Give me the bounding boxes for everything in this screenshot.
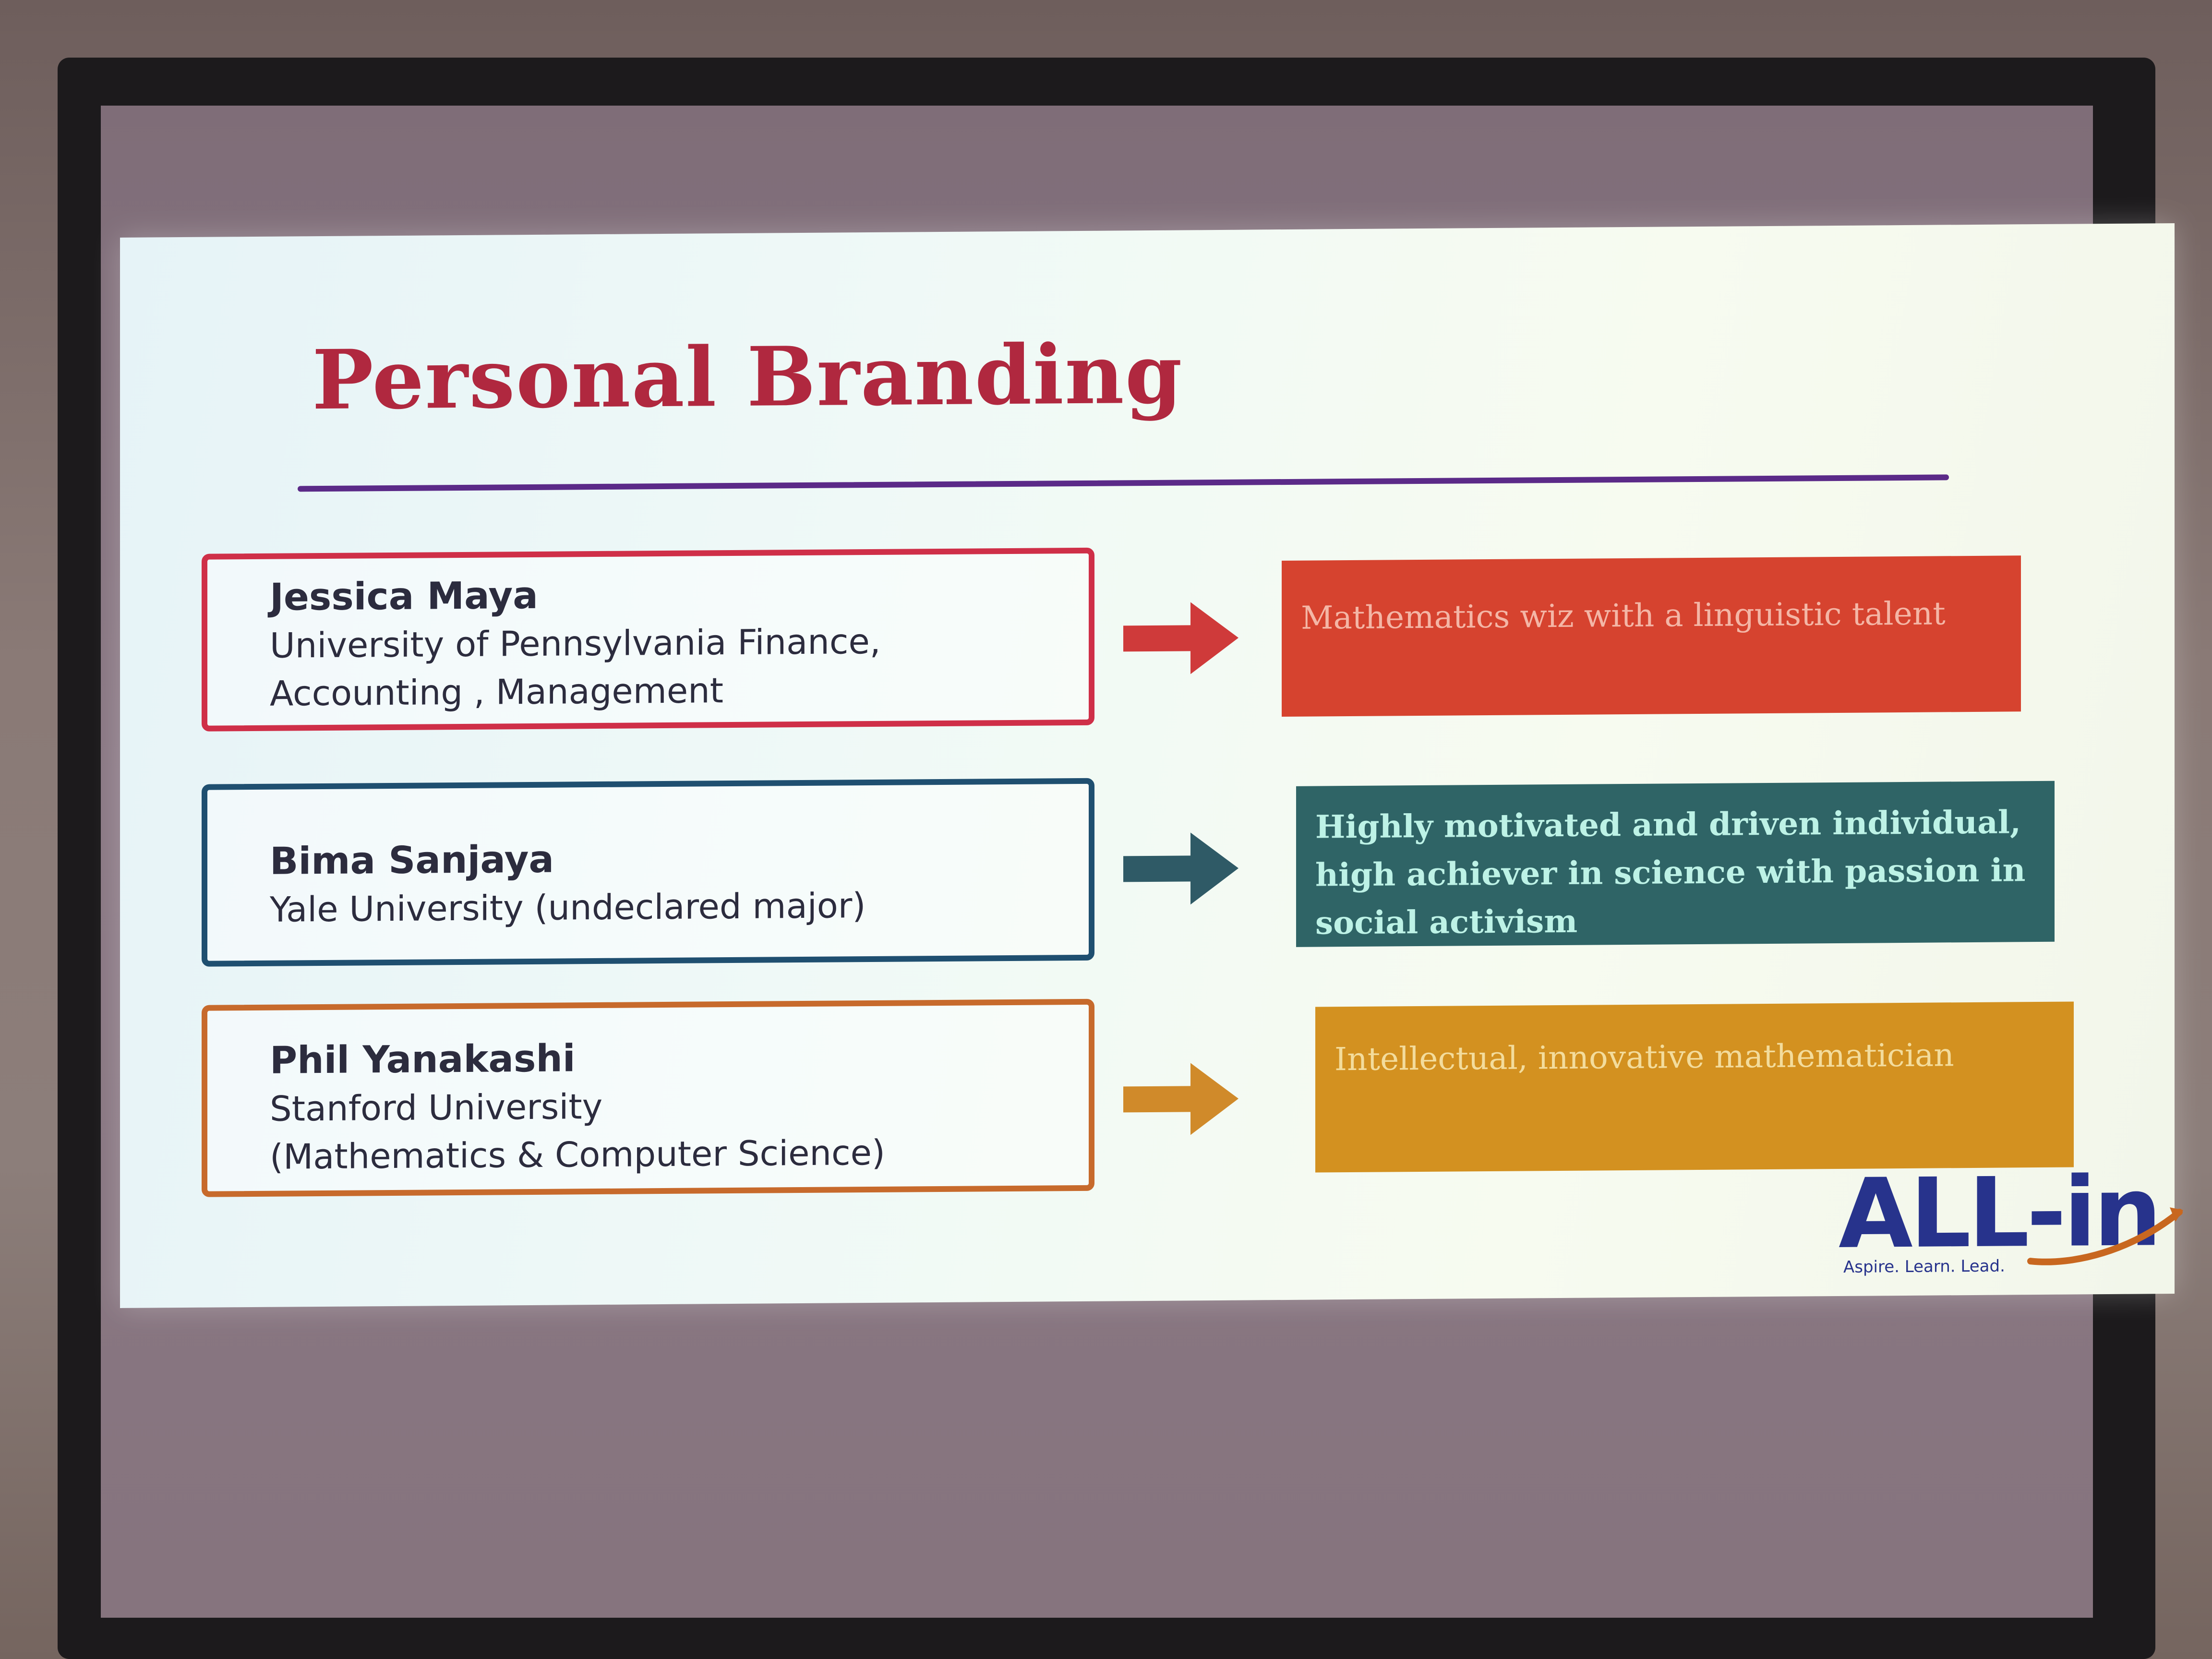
brand-statement-phil: Intellectual, innovative mathematician: [1315, 1001, 2074, 1173]
right-arrow-icon: [1123, 602, 1238, 674]
person-detail: University of Pennsylvania Finance,: [270, 621, 881, 666]
right-arrow-icon: [1123, 832, 1238, 905]
person-detail: Accounting , Management: [270, 670, 723, 714]
person-name: Jessica Maya: [270, 574, 538, 619]
person-card-phil: Phil Yanakashi Stanford University (Math…: [202, 998, 1094, 1197]
swoosh-icon: [2027, 1207, 2183, 1265]
presentation-slide: Personal Branding Jessica Maya Universit…: [120, 223, 2183, 1308]
person-detail: (Mathematics & Computer Science): [270, 1132, 886, 1177]
person-detail: Yale University (undeclared major): [270, 885, 866, 930]
person-detail: Stanford University: [270, 1086, 603, 1129]
brand-statement-bima: Highly motivated and driven individual, …: [1296, 781, 2055, 947]
all-in-logo: ALL-in Aspire. Learn. Lead.: [1839, 1156, 2184, 1291]
title-underline: [298, 474, 1949, 492]
person-name: Bima Sanjaya: [270, 838, 554, 883]
person-card-bima: Bima Sanjaya Yale University (undeclared…: [202, 778, 1094, 967]
right-arrow-icon: [1123, 1063, 1238, 1135]
person-card-jessica: Jessica Maya University of Pennsylvania …: [202, 547, 1094, 732]
brand-statement-jessica: Mathematics wiz with a linguistic talent: [1282, 555, 2021, 717]
person-name: Phil Yanakashi: [270, 1037, 576, 1082]
logo-tagline: Aspire. Learn. Lead.: [1843, 1256, 2005, 1277]
slide-title: Personal Branding: [312, 326, 1183, 429]
